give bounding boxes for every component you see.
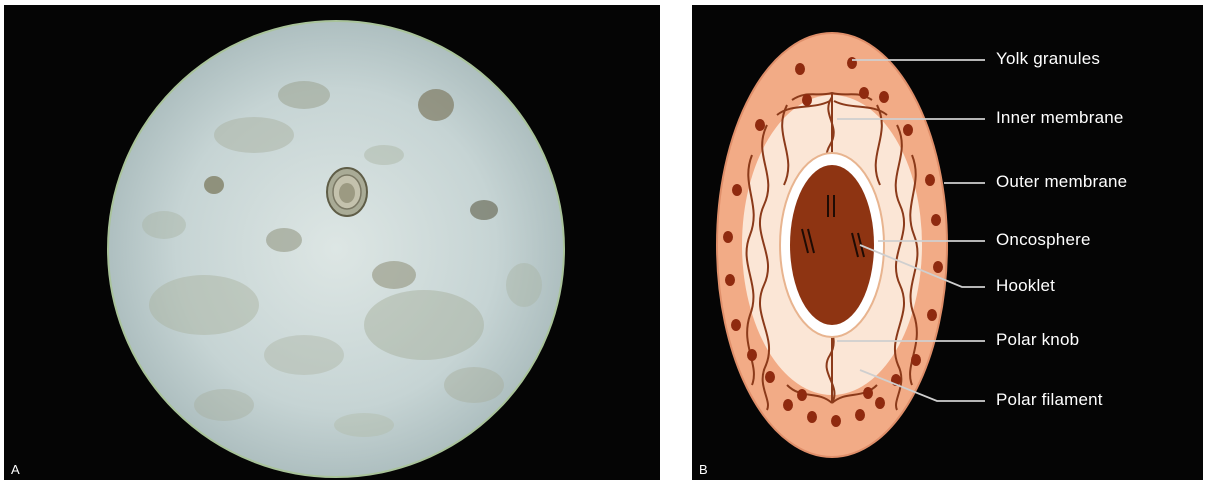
egg-diagram-svg [692,5,1203,480]
label-oncosphere: Oncosphere [996,230,1091,250]
label-yolk-granules: Yolk granules [996,49,1100,69]
label-polar-knob: Polar knob [996,330,1079,350]
label-polar-filament: Polar filament [996,390,1103,410]
egg-micrograph [327,168,367,216]
panel-letter-a: A [11,462,20,477]
microscope-field [108,21,564,477]
micrograph-panel: A [4,5,660,480]
microscope-field-svg [4,5,660,480]
label-hooklet: Hooklet [996,276,1055,296]
panel-letter-b: B [699,462,708,477]
egg-diagram-panel: Yolk granules Inner membrane Outer membr… [692,5,1203,480]
label-inner-membrane: Inner membrane [996,108,1124,128]
label-outer-membrane: Outer membrane [996,172,1127,192]
